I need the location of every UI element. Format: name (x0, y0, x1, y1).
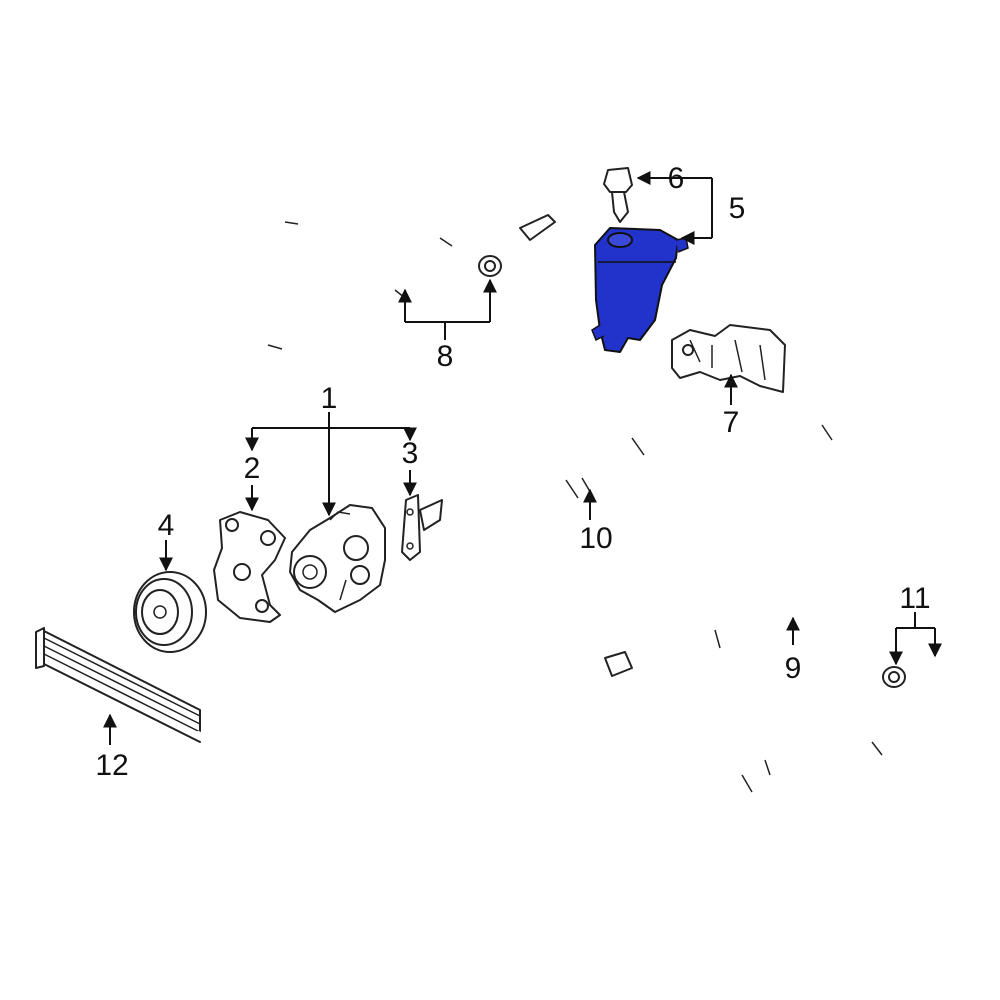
callout-1: 1 (321, 382, 338, 415)
pressure-hose-part-8 (209, 199, 556, 384)
callout-4: 4 (158, 509, 175, 542)
callout-5: 5 (729, 192, 746, 225)
callout-12: 12 (95, 749, 128, 782)
reservoir-bracket-part-7 (671, 324, 786, 393)
callout-7: 7 (723, 406, 740, 439)
callout-9: 9 (785, 652, 802, 685)
leader-lines (103, 171, 942, 745)
oil-cooler-part-12 (35, 627, 289, 824)
suction-hose-part-10 (488, 421, 707, 605)
washer-part-8 (478, 255, 502, 277)
callout-6: 6 (668, 162, 685, 195)
power-steering-reservoir-part-5 (591, 227, 689, 353)
callout-labels: 1 2 3 4 5 6 7 8 9 10 11 12 (95, 162, 930, 782)
callout-8: 8 (437, 340, 454, 373)
callout-3: 3 (402, 437, 419, 470)
cooler-hose-part-11 (633, 655, 963, 827)
pulley-part-4 (133, 571, 207, 653)
return-hose-part-9 (603, 407, 930, 707)
pump-bracket-part-2 (213, 511, 286, 623)
washer-part-11 (882, 666, 906, 688)
callout-10: 10 (579, 522, 612, 555)
callout-2: 2 (244, 452, 261, 485)
callout-11: 11 (899, 582, 930, 615)
bolt-part-6 (603, 167, 633, 223)
power-steering-pump-part-1 (289, 504, 386, 613)
mount-plate-part-3 (401, 494, 443, 561)
